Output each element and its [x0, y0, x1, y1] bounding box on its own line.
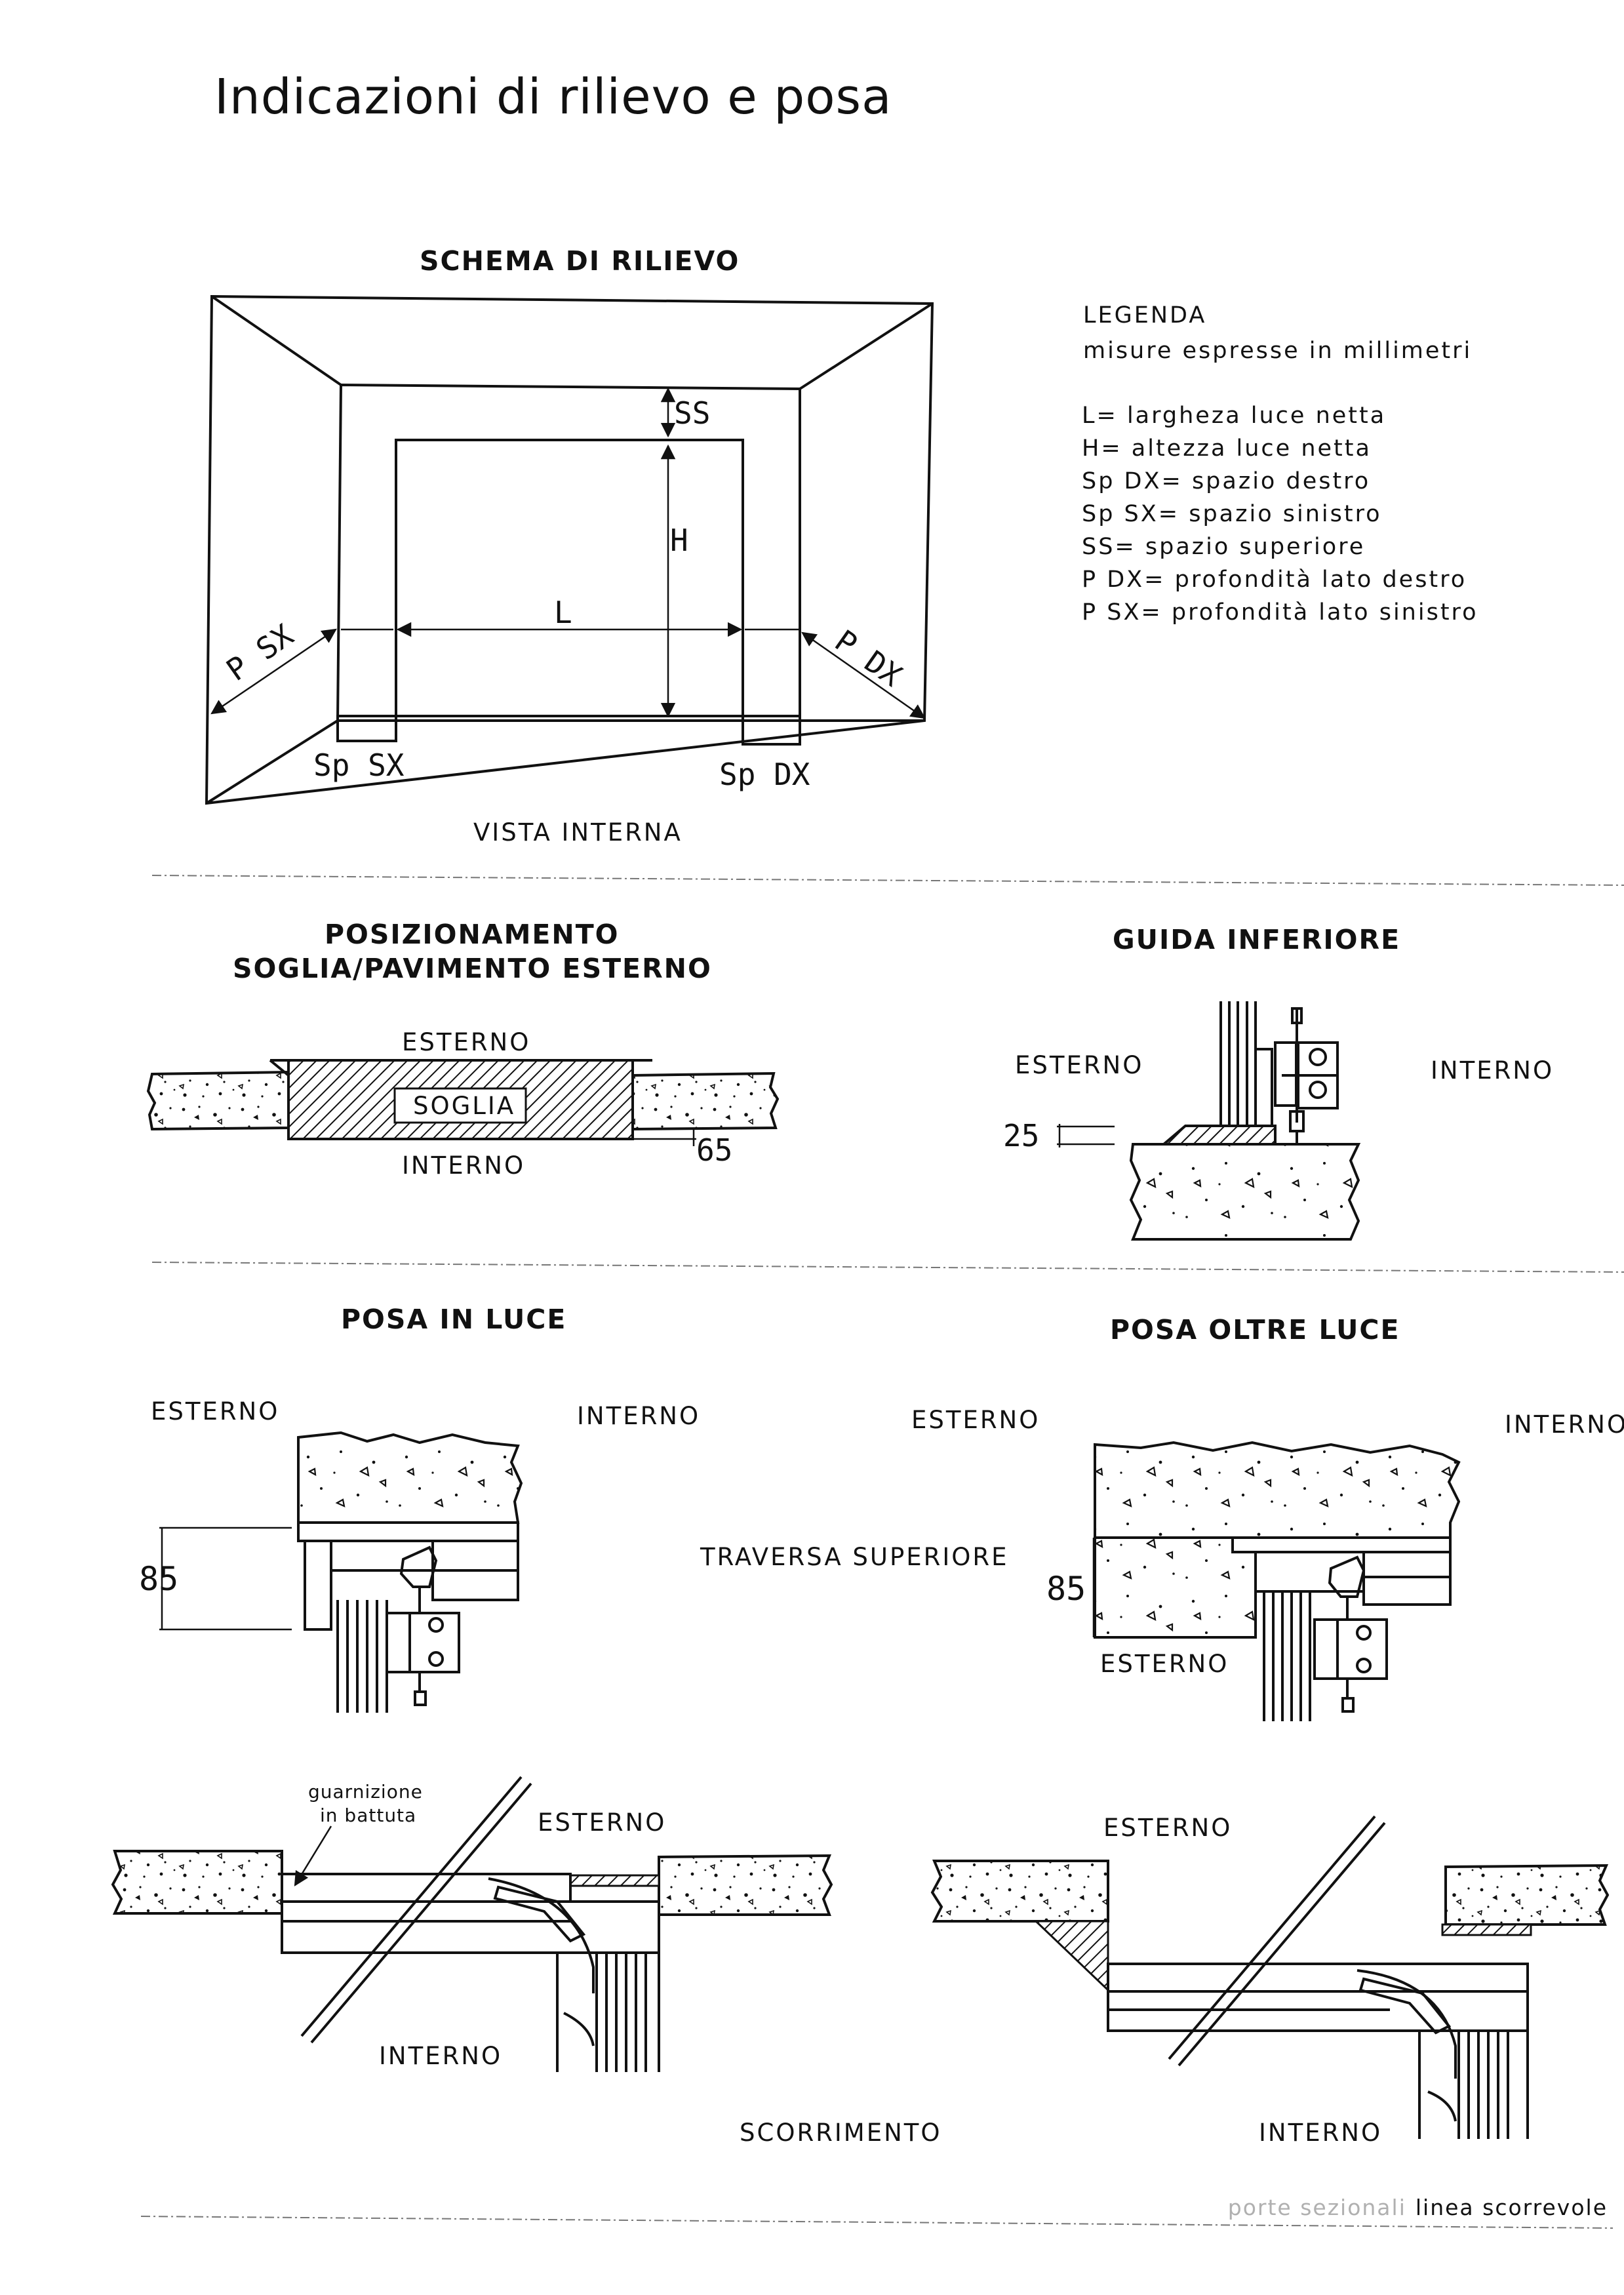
sliding-curve — [488, 1877, 595, 1993]
page-title: Indicazioni di rilievo e posa — [214, 69, 892, 125]
posizionamento-heading-2: SOGLIA/PAVIMENTO ESTERNO — [233, 953, 712, 984]
sliding-curve — [1357, 1969, 1457, 2079]
posa-oltre-esterno: ESTERNO — [911, 1406, 1040, 1434]
label-p-dx: P DX — [829, 623, 909, 694]
diagonal-cut-line — [300, 1776, 523, 2037]
posa-luce-heading: POSA IN LUCE — [341, 1304, 566, 1335]
posa-oltre-esterno-inner: ESTERNO — [1100, 1650, 1229, 1678]
posa-oltre-heading: POSA OLTRE LUCE — [1110, 1314, 1400, 1346]
diagonal-cut-line — [1168, 1815, 1376, 2060]
vertical-track-profile — [1219, 1001, 1273, 1128]
footer-text: porte sezionali linea scorrevole — [1228, 2195, 1608, 2220]
floor-slab — [1129, 1143, 1361, 1241]
wall-left — [111, 1850, 283, 1915]
floor-slab-left — [146, 1070, 290, 1131]
bottom-guide-profile — [1160, 1125, 1277, 1146]
posizionamento-interno: INTERNO — [402, 1151, 525, 1180]
footer-light-text: porte sezionali — [1228, 2195, 1406, 2220]
lintel-masonry — [1094, 1441, 1461, 1539]
scorrimento-left-esterno: ESTERNO — [538, 1808, 666, 1837]
dimension-lines — [210, 387, 926, 719]
posa-luce-esterno: ESTERNO — [151, 1397, 279, 1426]
posa-in-luce: POSA IN LUCE ESTERNO INTERNO — [139, 1304, 700, 1713]
header-profile — [281, 1873, 660, 1954]
guida-dim-25: 25 — [1003, 1118, 1039, 1153]
label-sp-sx: Sp SX — [313, 748, 405, 783]
legend-title: LEGENDA — [1083, 302, 1206, 329]
label-sp-dx: Sp DX — [719, 757, 810, 792]
label-l: L — [554, 595, 572, 630]
legend-item: H= altezza luce netta — [1082, 435, 1372, 462]
scorrimento-right: ESTERNO INTERNO — [930, 1814, 1610, 2147]
posizionamento-dim-65: 65 — [696, 1132, 732, 1168]
scorrimento-caption: SCORRIMENTO — [740, 2119, 941, 2147]
schema-caption: VISTA INTERNA — [473, 818, 683, 847]
separator-line — [151, 1262, 1624, 1273]
guida-interno: INTERNO — [1431, 1056, 1554, 1085]
posa-luce-interno: INTERNO — [577, 1402, 700, 1430]
legend-item: Sp DX= spazio destro — [1082, 468, 1370, 494]
traversa-superiore-label: TRAVERSA SUPERIORE — [700, 1543, 1009, 1571]
scorrimento-left: guarnizione in battuta ESTERNO INTERNO — [111, 1776, 833, 2072]
header-plate — [297, 1521, 519, 1542]
label-ss: SS — [674, 395, 710, 431]
label-h: H — [670, 523, 688, 558]
guarnizione-label-2: in battuta — [320, 1805, 416, 1826]
header-profile — [1107, 1963, 1529, 2032]
posa-oltre-dim-85: 85 — [1046, 1570, 1086, 1608]
guida-heading: GUIDA INFERIORE — [1113, 924, 1400, 955]
legend-item: P SX= profondità lato sinistro — [1082, 599, 1478, 626]
schema-heading: SCHEMA DI RILIEVO — [420, 245, 740, 277]
roller-assembly — [386, 1546, 460, 1706]
seal-strip — [569, 1874, 660, 1887]
vertical-track — [1263, 1591, 1311, 1721]
posa-oltre-luce: POSA OLTRE LUCE ESTERNO INTERNO 85 — [911, 1314, 1624, 1721]
wall-left — [930, 1860, 1109, 1923]
schema-di-rilievo: SCHEMA DI RILIEVO SS H L P SX — [205, 245, 934, 847]
legend-item: SS= spazio superiore — [1082, 534, 1365, 560]
legend: LEGENDA misure espresse in millimetri L=… — [1082, 302, 1478, 626]
scorrimento-left-interno: INTERNO — [379, 2042, 502, 2070]
roller-assembly — [1313, 1555, 1388, 1713]
posa-luce-dim-85: 85 — [139, 1560, 178, 1598]
wall-right — [658, 1854, 833, 1916]
legend-subtitle: misure espresse in millimetri — [1083, 338, 1472, 364]
posizionamento-soglia: POSIZIONAMENTO SOGLIA/PAVIMENTO ESTERNO … — [146, 919, 780, 1180]
guida-esterno: ESTERNO — [1015, 1051, 1143, 1079]
guarnizione-label-1: guarnizione — [308, 1781, 423, 1803]
floor-slab-right — [631, 1071, 780, 1131]
soglia-label: SOGLIA — [413, 1092, 515, 1120]
soglia-label-box — [393, 1087, 527, 1124]
vertical-track — [336, 1600, 388, 1713]
scorrimento-right-esterno: ESTERNO — [1103, 1814, 1232, 1842]
wall-right — [1444, 1864, 1610, 1926]
legend-item: P DX= profondità lato destro — [1082, 567, 1467, 593]
posa-oltre-interno: INTERNO — [1505, 1410, 1624, 1439]
posizionamento-heading-1: POSIZIONAMENTO — [325, 919, 620, 950]
roller-bracket — [1274, 1007, 1339, 1144]
seal-strip — [1441, 1923, 1532, 1936]
room-perspective-outline — [205, 294, 934, 805]
bracket-left — [1033, 1920, 1109, 1993]
guida-inferiore: GUIDA INFERIORE ESTERNO INTERNO — [1003, 924, 1554, 1241]
label-p-sx: P SX — [220, 617, 300, 688]
door-opening — [336, 439, 801, 746]
header-plate — [1231, 1536, 1452, 1553]
lintel-masonry — [297, 1431, 523, 1524]
separator-line — [151, 875, 1624, 886]
door-leaf-track — [1418, 2031, 1529, 2139]
footer-rule — [140, 2216, 1614, 2229]
footer-dark-text: linea scorrevole — [1416, 2195, 1608, 2220]
door-leaf-track — [556, 1953, 660, 2072]
scorrimento-right-interno: INTERNO — [1259, 2119, 1382, 2147]
legend-item: L= largheza luce netta — [1082, 403, 1386, 429]
masonry-pier — [1094, 1536, 1257, 1639]
legend-item: Sp SX= spazio sinistro — [1082, 501, 1382, 527]
posizionamento-esterno: ESTERNO — [402, 1028, 530, 1056]
